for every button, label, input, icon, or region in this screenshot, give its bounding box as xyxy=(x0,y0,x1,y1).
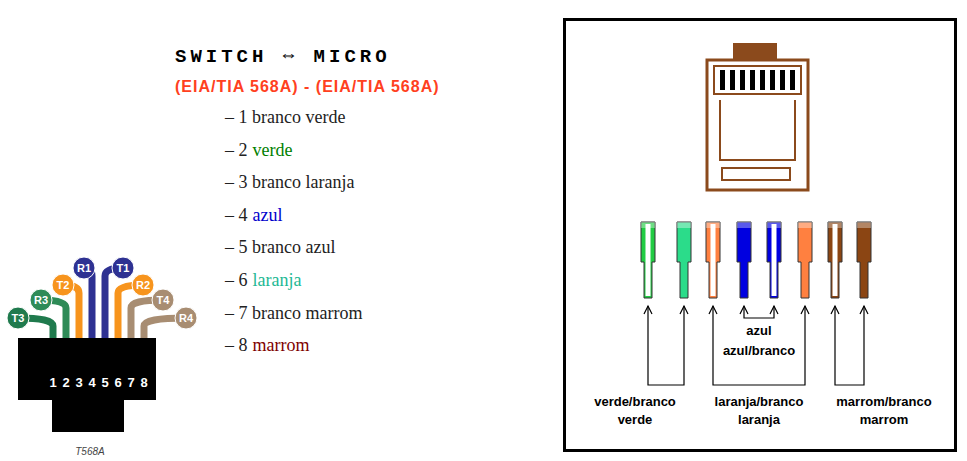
wire-tag-circle xyxy=(52,274,74,296)
figure-label: T568A xyxy=(75,446,104,458)
wire-tag: T4 xyxy=(157,294,170,307)
arrow-head xyxy=(860,306,868,314)
arrow-head xyxy=(709,306,717,314)
wire-tag: R3 xyxy=(34,294,48,307)
color-word: verde xyxy=(253,140,293,161)
diagram-title: SWITCH ⇔ MICRO xyxy=(175,47,391,69)
pin-list-item: – 3 branco laranja xyxy=(225,172,354,193)
wire-tag: T3 xyxy=(12,312,25,325)
wire-end xyxy=(706,222,720,298)
pair-bracket xyxy=(835,306,864,385)
pin-number: 5 xyxy=(101,376,108,391)
plug-inner-line xyxy=(720,100,795,160)
pair-bracket xyxy=(744,306,774,318)
pin-number: 7 xyxy=(127,376,134,391)
arrow-head xyxy=(680,306,688,314)
wire-end xyxy=(677,222,691,298)
pin-list-item: – 6 xyxy=(225,270,248,291)
wire-stripe xyxy=(833,224,838,296)
color-word: azul xyxy=(253,205,283,226)
pin-number: 8 xyxy=(140,376,147,391)
pin-list-item: – 2 xyxy=(225,140,248,161)
wire-label: laranja/branco laranja xyxy=(715,393,804,428)
wire-tag: R1 xyxy=(77,262,91,275)
pin-number: 3 xyxy=(75,376,82,391)
plug-body xyxy=(707,60,808,190)
wire-tag: R2 xyxy=(136,279,150,292)
pin-number: 2 xyxy=(62,376,69,391)
wire-cap xyxy=(828,222,842,228)
plug-contact xyxy=(730,70,735,90)
wire-stripe xyxy=(772,224,777,296)
wiring-frame: azul azul/branco verde/branco verde laranja… xyxy=(563,18,957,452)
wire-end xyxy=(737,222,751,298)
wire-tag: R4 xyxy=(179,312,193,325)
wire-tag-circle xyxy=(7,307,29,329)
wire-stripe xyxy=(711,224,716,296)
rj45-plug xyxy=(707,43,808,190)
color-word: laranja xyxy=(253,270,302,291)
pin-list-item: – 7 branco marrom xyxy=(225,303,362,324)
wire-cap xyxy=(641,222,655,228)
pair-bracket xyxy=(713,306,805,385)
pin-list-item: – 1 branco verde xyxy=(225,107,345,128)
arrow-head xyxy=(801,306,809,314)
wire-end xyxy=(798,222,812,298)
jack-illustration xyxy=(7,257,197,432)
wire-tag: T1 xyxy=(117,262,130,275)
wire-end xyxy=(641,222,655,298)
wire-tag-circle xyxy=(30,289,52,311)
pair-bracket xyxy=(648,306,684,385)
pin-list-item: – 4 xyxy=(225,205,248,226)
pin-number: 6 xyxy=(114,376,121,391)
pair-brackets xyxy=(644,306,868,385)
pin-number: 4 xyxy=(88,376,95,391)
wire-end xyxy=(857,222,871,298)
wire-label: azul xyxy=(746,322,771,340)
arrow-head xyxy=(831,306,839,314)
wire-end xyxy=(828,222,842,298)
jack-body xyxy=(18,338,156,432)
pin-list-item: – 5 branco azul xyxy=(225,237,335,258)
wire-stripe xyxy=(646,224,651,296)
pin-number: 1 xyxy=(49,376,56,391)
wire-label: verde/branco verde xyxy=(594,393,676,428)
wire-tag: T2 xyxy=(57,279,70,292)
plug-contact xyxy=(740,70,745,90)
plug-contact xyxy=(720,70,725,90)
standard-label: (EIA/TIA 568A) - (EIA/TIA 568A) xyxy=(175,78,440,96)
wire-tag-circle xyxy=(112,257,134,279)
wire-tag-circle xyxy=(175,307,197,329)
cable-wires xyxy=(641,222,871,298)
wire-label: marrom/branco marrom xyxy=(836,393,931,428)
wire-end xyxy=(767,222,781,298)
wire-cap xyxy=(737,222,751,228)
wire-cap xyxy=(706,222,720,228)
plug-contact xyxy=(750,70,755,90)
wire-label: azul/branco xyxy=(723,342,795,360)
wire-cap xyxy=(857,222,871,228)
wire-cap xyxy=(767,222,781,228)
wire-tag-circle xyxy=(152,289,174,311)
plug-contact xyxy=(770,70,775,90)
wire-cap xyxy=(677,222,691,228)
arrow-head xyxy=(644,306,652,314)
plug-tab xyxy=(733,43,777,61)
plug-contact xyxy=(780,70,785,90)
wire-tag-circle xyxy=(132,274,154,296)
wire-tag-circle xyxy=(73,257,95,279)
plug-contact xyxy=(760,70,765,90)
color-word: marrom xyxy=(253,335,310,356)
plug-latch xyxy=(722,168,790,180)
plug-contact xyxy=(790,70,795,90)
wire-cap xyxy=(798,222,812,228)
pin-list-item: – 8 xyxy=(225,335,248,356)
plug-contacts-frame xyxy=(714,66,801,94)
arrow-head xyxy=(740,306,748,314)
arrow-head xyxy=(770,306,778,314)
